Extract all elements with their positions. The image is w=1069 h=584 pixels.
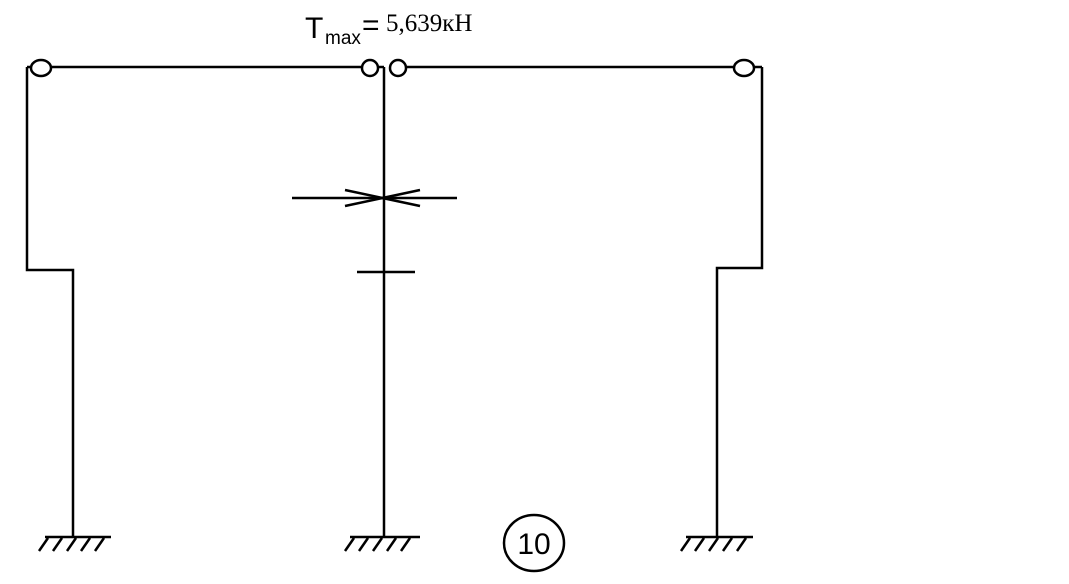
hinge-middle-left-icon [360, 58, 380, 78]
hinge-right-icon [732, 58, 756, 78]
fixed-support-middle-icon [343, 535, 420, 552]
tmax-subscript: max [325, 28, 361, 49]
fixed-support-left-icon [37, 535, 111, 552]
tmax-symbol: T [305, 12, 323, 45]
tmax-equals: = [362, 9, 380, 42]
tmax-value: 5,639кН [386, 10, 472, 37]
cross-diagonal-2 [344, 188, 421, 208]
scheme-number-badge: 10 [502, 513, 566, 573]
right-column [715, 67, 764, 537]
hinge-left-icon [29, 58, 53, 78]
frame-lines [25, 65, 764, 537]
tmax-annotation: T max = 5,639кН [305, 9, 472, 49]
hinges [29, 58, 756, 78]
scheme-number: 10 [517, 528, 550, 561]
hinge-middle-right-icon [388, 58, 408, 78]
fixed-support-right-icon [679, 535, 753, 552]
left-column [25, 67, 75, 537]
